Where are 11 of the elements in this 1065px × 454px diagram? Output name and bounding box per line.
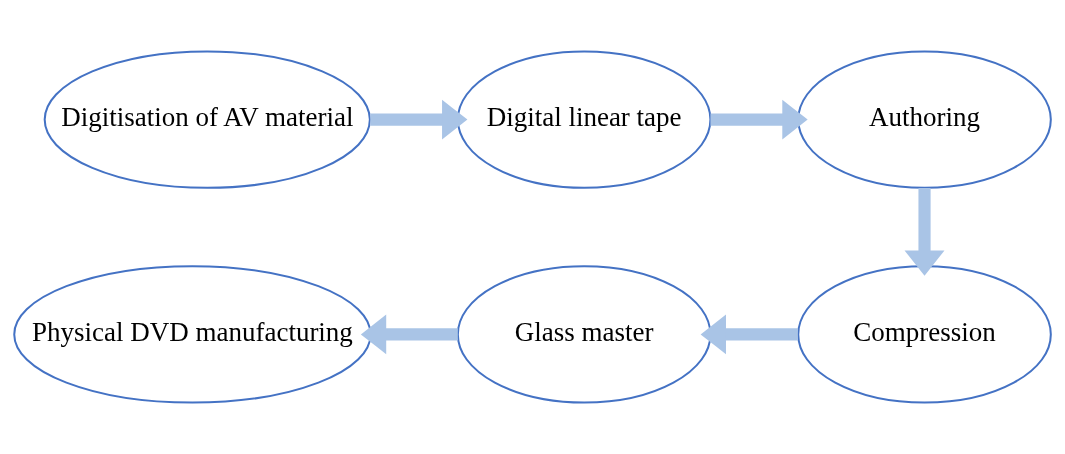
node-ellipse: Compression [797, 265, 1052, 404]
node-ellipse: Digitisation of AV material [43, 50, 371, 189]
node-ellipse: Physical DVD manufacturing [13, 265, 372, 404]
arrow [360, 314, 458, 355]
node-ellipse: Glass master [456, 265, 712, 404]
arrow [700, 314, 798, 355]
arrow [370, 99, 468, 140]
node-ellipse: Digital linear tape [456, 50, 712, 189]
node-ellipse: Authoring [797, 50, 1052, 189]
arrow [904, 188, 945, 276]
arrow [710, 99, 808, 140]
